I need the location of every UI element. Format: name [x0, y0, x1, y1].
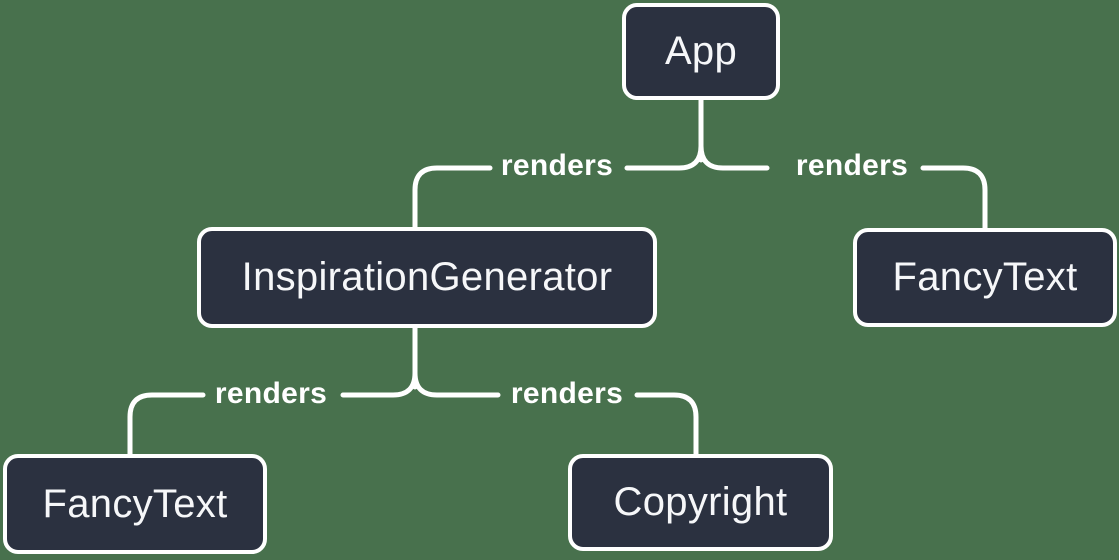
edge-label-app-fancytext: renders	[795, 149, 909, 182]
edge-app-inspirationgenerator-line-2	[412, 165, 493, 230]
node-fancy-text-top-label: FancyText	[892, 255, 1078, 299]
edge-inspirationgenerator-fancytext-line-2	[127, 392, 206, 457]
node-fancy-text-bottom-label: FancyText	[42, 481, 228, 526]
node-copyright: Copyright	[568, 454, 833, 551]
node-app-label: App	[664, 29, 738, 73]
edge-inspirationgenerator-copyright-line	[412, 370, 501, 398]
edge-inspirationgenerator-fancytext-line	[340, 370, 418, 398]
edge-app-inspirationgenerator-line	[624, 143, 704, 171]
edge-label-inspirationgenerator-copyright: renders	[510, 377, 624, 410]
node-app: App	[622, 3, 780, 100]
node-fancy-text-bottom: FancyText	[3, 454, 267, 554]
edge-app-fancytext-line	[698, 143, 770, 171]
node-inspiration-generator: InspirationGenerator	[197, 227, 657, 328]
node-copyright-label: Copyright	[613, 480, 788, 524]
edge-inspirationgenerator-copyright-line-2	[634, 392, 699, 457]
node-fancy-text-top: FancyText	[853, 228, 1117, 327]
edge-label-inspirationgenerator-fancytext: renders	[214, 377, 328, 410]
edge-app-fancytext-line-2	[920, 165, 988, 231]
node-inspiration-generator-label: InspirationGenerator	[241, 255, 613, 299]
edge-label-app-inspirationgenerator: renders	[500, 149, 614, 182]
